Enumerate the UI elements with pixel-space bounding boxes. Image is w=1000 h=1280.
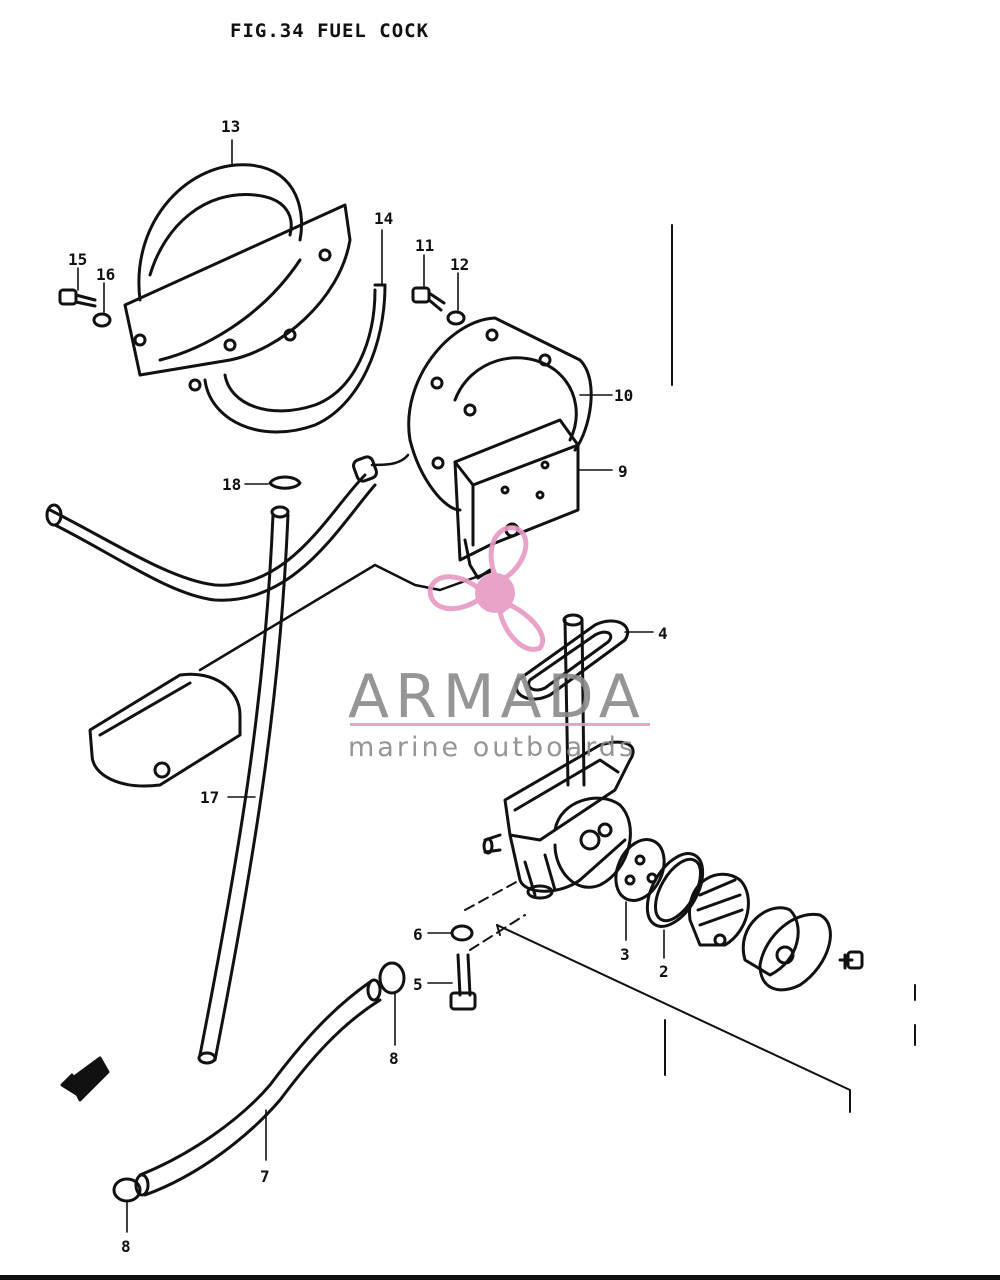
watermark-underline: [350, 723, 650, 726]
callout-10: 10: [614, 386, 633, 405]
part-6-washer: [450, 924, 474, 942]
callout-3: 3: [620, 945, 630, 964]
callout-8-upper: 8: [389, 1049, 399, 1068]
callout-8-lower: 8: [121, 1237, 131, 1256]
callout-17: 17: [200, 788, 219, 807]
leader-lines: [77, 139, 665, 1233]
part-11-screw: [411, 286, 446, 312]
sender-wire: [352, 453, 410, 483]
part-5-bolt: [449, 953, 477, 1011]
part-15-screw: [58, 288, 97, 308]
part-7-hose: [134, 978, 382, 1197]
callout-18: 18: [222, 475, 241, 494]
callout-7: 7: [260, 1167, 270, 1186]
part-18-clip: [268, 475, 302, 490]
float: [88, 672, 242, 788]
sediment-bowl: [688, 872, 750, 947]
figure-title: FIG.34 FUEL COCK: [230, 20, 430, 42]
forward-arrow-icon: [60, 1056, 110, 1102]
part-4-gasket: [514, 619, 629, 701]
bowl-screw: [838, 950, 864, 970]
centerline: [464, 879, 526, 951]
callout-6: 6: [413, 925, 423, 944]
watermark-brand: ARMADA: [348, 662, 646, 732]
callout-4: 4: [658, 624, 668, 643]
part-10-flange: [407, 316, 593, 512]
float-arm: [198, 563, 492, 672]
bottom-border: [0, 1275, 1000, 1280]
watermark-tagline: marine outboards: [348, 732, 636, 763]
part-2-oring: [645, 852, 705, 928]
callout-5: 5: [413, 975, 423, 994]
callout-2: 2: [659, 962, 669, 981]
part-16-washer: [92, 312, 112, 328]
callout-16: 16: [96, 265, 115, 284]
part-17-tube: [197, 505, 290, 1065]
part-13-mount-ring: [123, 163, 352, 392]
watermark: ARMADA marine outboards: [348, 525, 650, 763]
callout-14: 14: [374, 209, 393, 228]
callout-12: 12: [450, 255, 469, 274]
part-8-clip-upper: [378, 961, 406, 995]
bowl-gasket: [741, 906, 832, 992]
fuel-cock-shaft: [562, 613, 586, 787]
breather-tube: [45, 473, 377, 602]
part-9-sender-unit: [453, 418, 580, 580]
part-3-filter: [614, 838, 666, 902]
callout-13: 13: [221, 117, 240, 136]
assembly-bracket: [496, 224, 916, 1113]
propeller-icon: [427, 525, 546, 652]
fuel-cock-body: [482, 740, 635, 900]
part-12-washer: [446, 310, 466, 326]
callout-11: 11: [415, 236, 434, 255]
callout-9: 9: [618, 462, 628, 481]
callout-15: 15: [68, 250, 87, 269]
part-14-gasket: [203, 283, 387, 434]
callout-labels: 13 14 15 16 11 12 10 9 18 4 17 6 5 8 3 2…: [68, 117, 669, 1256]
